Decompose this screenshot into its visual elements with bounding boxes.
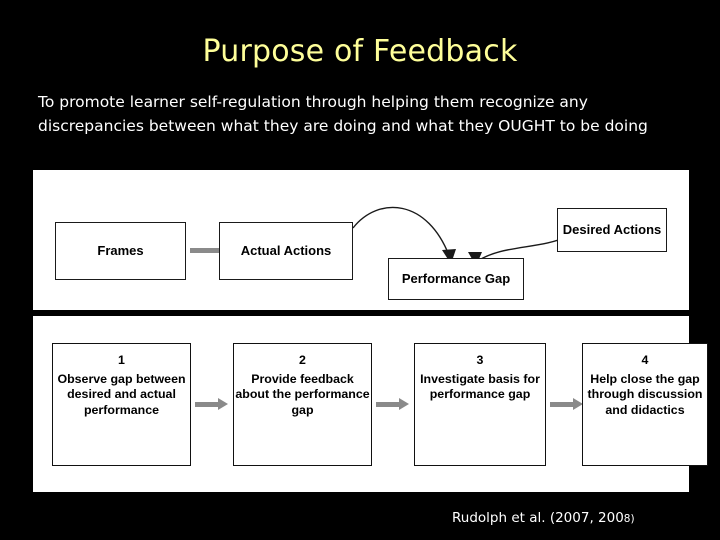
arrow-step-1-to-2 — [195, 398, 228, 410]
step-label-1: Observe gap between desired and actual p… — [57, 371, 186, 417]
box-actual-actions: Actual Actions — [219, 222, 353, 280]
step-box-2: 2 Provide feedback about the performance… — [233, 343, 372, 466]
step-number-2: 2 — [299, 353, 306, 367]
citation: Rudolph et al. (2007, 2008) — [452, 510, 635, 526]
step-number-3: 3 — [476, 353, 484, 367]
box-desired-actions: Desired Actions — [557, 208, 667, 252]
arrow-step-3-to-4 — [550, 398, 583, 410]
step-box-4: 4 Help close the gap through discussion … — [582, 343, 708, 466]
figure-performance-gap: Frames Actual Actions Performance Gap De… — [33, 170, 689, 310]
step-box-3: 3 Investigate basis for performance gap — [414, 343, 546, 466]
page-title: Purpose of Feedback — [202, 34, 518, 69]
step-number-4: 4 — [641, 353, 649, 367]
citation-small: 8) — [623, 513, 635, 525]
step-label-3: Investigate basis for performance gap — [420, 371, 540, 402]
citation-main: Rudolph et al. (2007, 200 — [452, 510, 624, 526]
step-box-1: 1 Observe gap between desired and actual… — [52, 343, 191, 466]
step-label-4: Help close the gap through discussion an… — [587, 371, 703, 417]
figure-four-steps: 1 Observe gap between desired and actual… — [33, 316, 708, 492]
slide-body-text: To promote learner self-regulation throu… — [38, 93, 648, 136]
step-label-2: Provide feedback about the performance g… — [235, 371, 370, 417]
arrow-step-2-to-3 — [376, 398, 409, 410]
box-performance-gap: Performance Gap — [388, 258, 524, 300]
box-frames: Frames — [55, 222, 186, 280]
step-number-1: 1 — [118, 353, 125, 367]
